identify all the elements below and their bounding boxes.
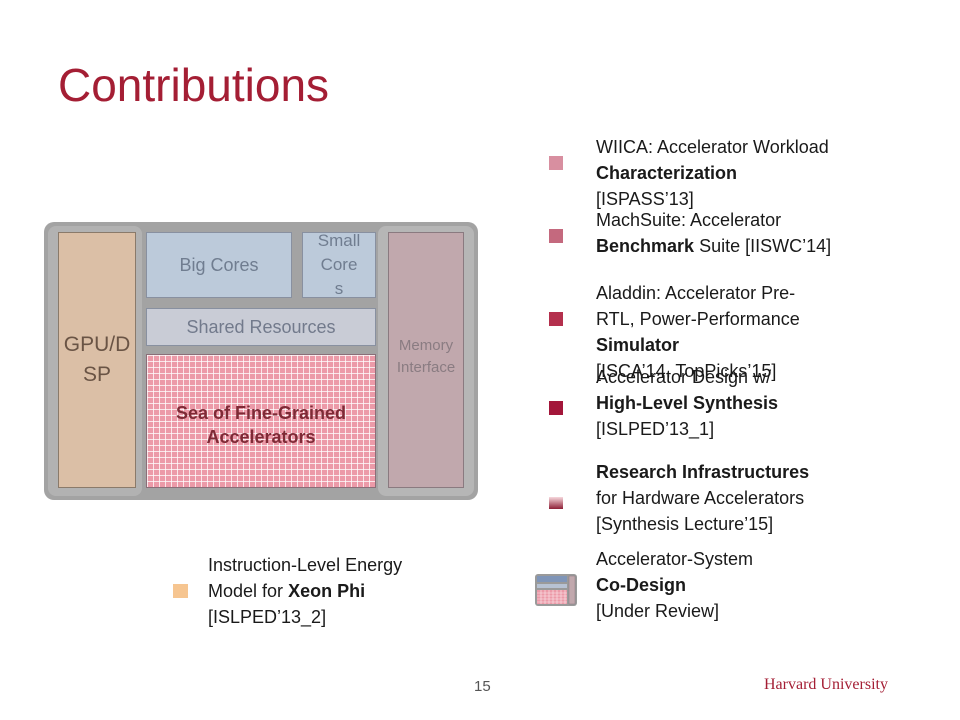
small-cores-label-line: Small — [317, 231, 361, 250]
contribution-line: WIICA: Accelerator Workload — [596, 137, 829, 157]
xeon-line: Model for Xeon Phi — [208, 578, 402, 604]
contribution-line: Accelerator Design w/ — [596, 367, 772, 387]
contribution-line: Co-Design — [596, 575, 686, 595]
contribution-line: Characterization — [596, 163, 738, 183]
small-cores-block: Small Core s — [302, 231, 376, 298]
contribution-line: [ISPASS’13] — [596, 189, 694, 209]
memory-interface-block: Memory Interface — [388, 232, 464, 488]
contribution-line: MachSuite: Accelerator — [596, 210, 782, 230]
memory-label-line: Interface — [396, 359, 456, 376]
contribution-rest: Suite [IISWC’14] — [699, 236, 832, 256]
gpu-label-line: SP — [82, 363, 111, 386]
accelerators-block: Sea of Fine-Grained Accelerators — [146, 354, 376, 488]
xeon-line: Instruction-Level Energy — [208, 555, 403, 575]
contribution-bullet-3 — [549, 312, 563, 326]
institution-name: Harvard University — [764, 676, 888, 693]
contribution-bold: Benchmark — [596, 236, 695, 256]
contribution-6: Accelerator-System Co-Design [Under Revi… — [596, 546, 753, 624]
mini-chip-icon — [535, 574, 577, 606]
xeon-bold: Xeon Phi — [288, 581, 366, 601]
contribution-2: MachSuite: Accelerator Benchmark Suite [… — [596, 207, 831, 259]
contribution-line: Benchmark Suite [IISWC’14] — [596, 233, 831, 259]
contribution-1: WIICA: Accelerator Workload Characteriza… — [596, 134, 829, 212]
contribution-3: Aladdin: Accelerator Pre- RTL, Power-Per… — [596, 280, 800, 384]
contribution-line: [Under Review] — [596, 601, 720, 621]
contribution-5: Research Infrastructures for Hardware Ac… — [596, 459, 809, 537]
contribution-line: [ISCA’14, TopPicks’15] — [596, 361, 777, 381]
contribution-line: for Hardware Accelerators — [596, 488, 805, 508]
small-cores-label-line: Core — [320, 255, 358, 274]
contribution-line: Research Infrastructures — [596, 462, 810, 482]
page-number: 15 — [474, 678, 491, 695]
big-cores-label: Big Cores — [179, 254, 259, 275]
contribution-line: [Synthesis Lecture’15] — [596, 514, 774, 534]
shared-resources-label: Shared Resources — [186, 316, 336, 337]
contribution-bullet-2 — [549, 229, 563, 243]
contribution-line: RTL, Power-Performance — [596, 309, 800, 329]
contribution-bullet-4 — [549, 401, 563, 415]
gpu-dsp-block: GPU/D SP — [58, 232, 136, 488]
xeon-bullet — [173, 584, 188, 598]
contribution-line: [ISLPED’13_1] — [596, 419, 715, 439]
contribution-line: Aladdin: Accelerator Pre- — [596, 283, 796, 303]
contribution-line: Accelerator-System — [596, 549, 754, 569]
gpu-label-line: GPU/D — [63, 333, 131, 356]
contribution-line: High-Level Synthesis — [596, 393, 779, 413]
contribution-line: Simulator — [596, 335, 680, 355]
contribution-4: Accelerator Design w/ High-Level Synthes… — [596, 364, 778, 442]
memory-label-line: Memory — [398, 337, 454, 354]
contribution-bullet-5 — [549, 497, 563, 509]
accelerators-label-line: Sea of Fine-Grained — [175, 403, 347, 423]
xeon-contribution: Instruction-Level Energy Model for Xeon … — [208, 552, 402, 630]
accelerators-label-line: Accelerators — [206, 427, 316, 447]
shared-resources-block: Shared Resources — [146, 308, 376, 346]
slide-title: Contributions — [58, 59, 330, 111]
contribution-bullet-1 — [549, 156, 563, 170]
xeon-line-start: Model for — [208, 581, 284, 601]
xeon-line: [ISLPED’13_2] — [208, 607, 327, 627]
big-cores-block: Big Cores — [146, 232, 292, 298]
small-cores-label-line: s — [334, 279, 344, 298]
